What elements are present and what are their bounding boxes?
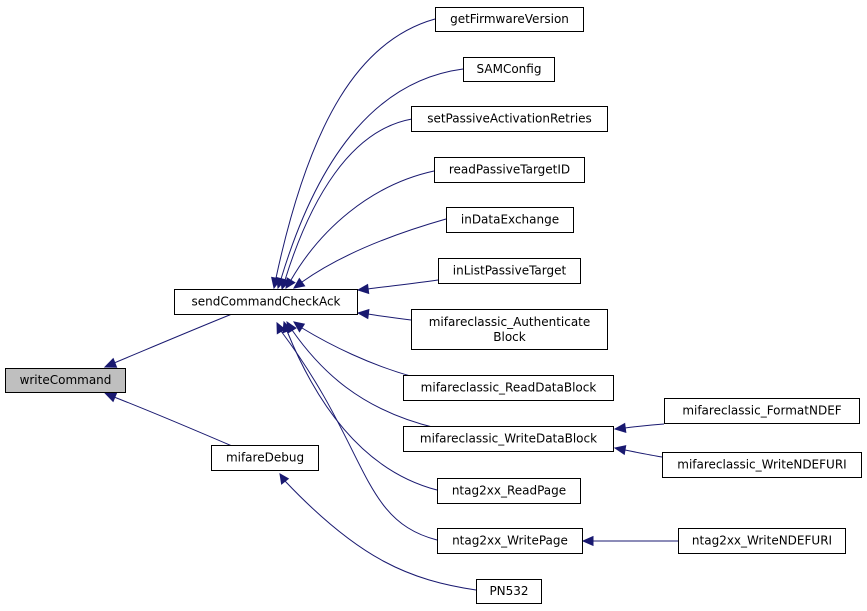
node-sendCommandCheckAck[interactable]: sendCommandCheckAck xyxy=(174,289,358,315)
edge-mifareclassic_FormatNDEF-mifareclassic_WriteDataBlock xyxy=(613,422,665,434)
node-readPassiveTargetID[interactable]: readPassiveTargetID xyxy=(434,157,585,183)
edge-ntag2xx_WritePage-sendCommandCheckAck xyxy=(276,321,438,541)
node-label: ntag2xx_ReadPage xyxy=(452,484,566,498)
node-label: mifareclassic_WriteNDEFURI xyxy=(677,458,846,472)
edge-inDataExchange-sendCommandCheckAck xyxy=(293,218,447,289)
node-mifareDebug[interactable]: mifareDebug xyxy=(211,445,319,471)
edge-mifareclassic_ReadDataBlock-sendCommandCheckAck xyxy=(293,321,415,378)
node-ntag2xx_ReadPage[interactable]: ntag2xx_ReadPage xyxy=(437,478,581,504)
node-label: PN532 xyxy=(489,584,528,598)
node-label-line1: mifareclassic_Authenticate xyxy=(429,315,591,329)
node-label: ntag2xx_WritePage xyxy=(452,534,568,548)
node-mifareclassic_WriteNDEFURI[interactable]: mifareclassic_WriteNDEFURI xyxy=(662,452,862,478)
edge-PN532-mifareDebug xyxy=(279,473,477,591)
node-label-line2: Block xyxy=(493,330,526,344)
node-inListPassiveTarget[interactable]: inListPassiveTarget xyxy=(438,258,581,284)
edge-mifareclassic_AuthenticateBlock-sendCommandCheckAck xyxy=(356,308,412,321)
edge-inListPassiveTarget-sendCommandCheckAck xyxy=(356,279,439,295)
node-writeCommand[interactable]: writeCommand xyxy=(5,368,126,393)
node-label: getFirmwareVersion xyxy=(450,12,569,26)
node-SAMConfig[interactable]: SAMConfig xyxy=(463,57,555,82)
node-label: setPassiveActivationRetries xyxy=(427,112,592,126)
node-label: inDataExchange xyxy=(461,213,559,227)
node-ntag2xx_WritePage[interactable]: ntag2xx_WritePage xyxy=(437,528,583,554)
edge-ntag2xx_WriteNDEFURI-ntag2xx_WritePage xyxy=(581,535,678,547)
node-label: sendCommandCheckAck xyxy=(192,295,341,309)
node-setPassiveActivationRetries[interactable]: setPassiveActivationRetries xyxy=(411,106,608,132)
node-inDataExchange[interactable]: inDataExchange xyxy=(446,207,574,233)
node-mifareclassic_ReadDataBlock[interactable]: mifareclassic_ReadDataBlock xyxy=(403,375,614,401)
node-label: mifareclassic_ReadDataBlock xyxy=(421,381,597,395)
node-label: inListPassiveTarget xyxy=(453,264,567,278)
edge-mifareDebug-writeCommand xyxy=(103,392,233,447)
node-label: writeCommand xyxy=(20,373,112,387)
node-label: mifareDebug xyxy=(226,451,304,465)
node-getFirmwareVersion[interactable]: getFirmwareVersion xyxy=(435,7,584,32)
node-label: mifareclassic_FormatNDEF xyxy=(682,404,841,418)
node-label: ntag2xx_WriteNDEFURI xyxy=(692,534,832,548)
node-PN532[interactable]: PN532 xyxy=(476,579,542,604)
node-mifareclassic_AuthenticateBlock[interactable]: mifareclassic_Authenticate Block xyxy=(411,309,608,350)
edge-mifareclassic_WriteNDEFURI-mifareclassic_WriteDataBlock xyxy=(613,445,663,458)
edge-sendCommandCheckAck-writeCommand xyxy=(103,313,233,368)
node-mifareclassic_FormatNDEF[interactable]: mifareclassic_FormatNDEF xyxy=(664,398,860,424)
node-label: mifareclassic_WriteDataBlock xyxy=(420,432,597,446)
edge-setPassiveActivationRetries-sendCommandCheckAck xyxy=(280,118,413,291)
node-ntag2xx_WriteNDEFURI[interactable]: ntag2xx_WriteNDEFURI xyxy=(678,528,846,554)
node-label: SAMConfig xyxy=(477,62,542,76)
node-label: readPassiveTargetID xyxy=(449,163,570,177)
edge-ntag2xx_ReadPage-sendCommandCheckAck xyxy=(282,320,438,491)
node-mifareclassic_WriteDataBlock[interactable]: mifareclassic_WriteDataBlock xyxy=(403,426,614,452)
edge-readPassiveTargetID-sendCommandCheckAck xyxy=(285,170,435,289)
